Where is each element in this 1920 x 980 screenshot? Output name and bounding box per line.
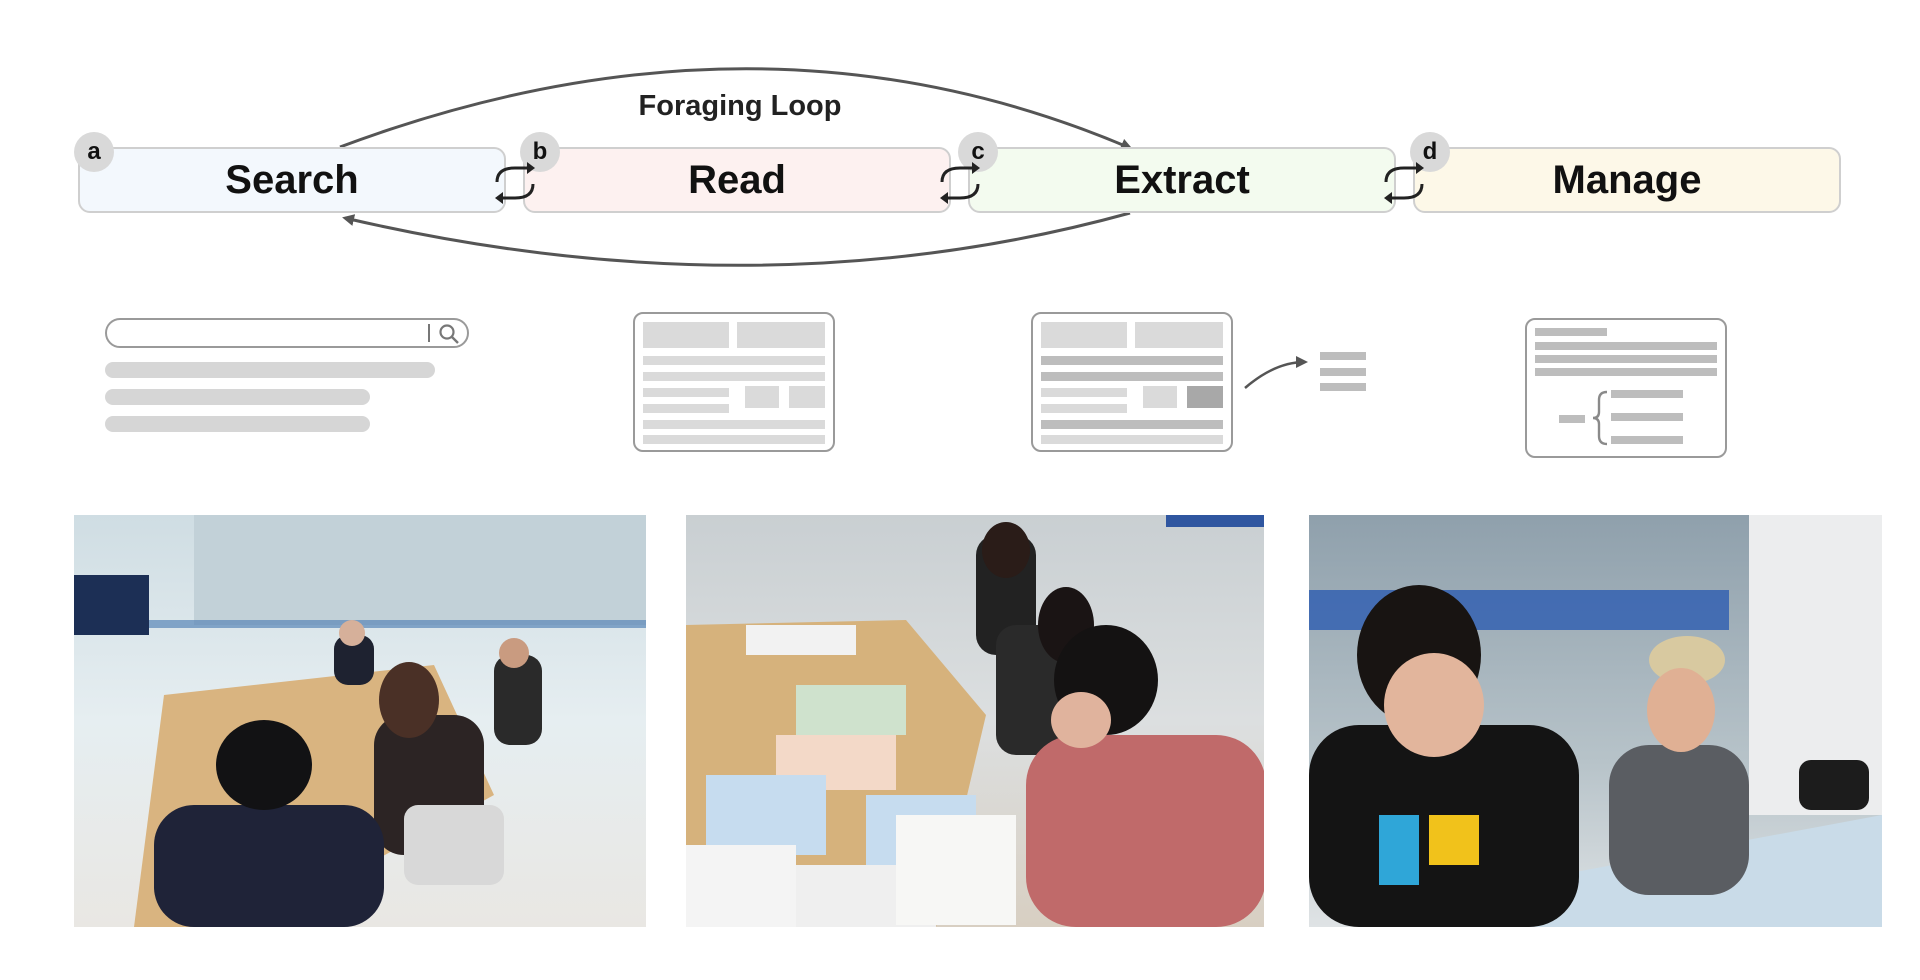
foraging-loop-label: Foraging Loop [638, 90, 842, 122]
stage-read: Read [523, 147, 951, 213]
workshop-photo-3 [1309, 515, 1882, 927]
loop-arrow-bottom [342, 211, 1131, 267]
brace-icon [1592, 390, 1608, 446]
extract-arrow [1244, 356, 1308, 389]
read-document-illustration [633, 312, 835, 452]
text-cursor [428, 324, 430, 342]
result-line-1 [105, 362, 435, 378]
stage-badge-b: b [520, 132, 560, 172]
search-icon [439, 324, 459, 344]
workshop-photo-2 [686, 515, 1264, 927]
manage-document-illustration [1525, 318, 1727, 458]
swap-icon-cd [1384, 162, 1424, 204]
stage-badge-a: a [74, 132, 114, 172]
stage-manage-label: Manage [1552, 157, 1702, 202]
swap-icon-ab [495, 162, 535, 204]
stage-read-label: Read [688, 157, 786, 202]
result-line-2 [105, 389, 370, 405]
extract-document-illustration [1031, 312, 1233, 452]
extracted-notes-icon [1320, 352, 1366, 392]
workshop-photo-1 [74, 515, 646, 927]
search-bar-outline [105, 318, 469, 348]
stage-extract: Extract [968, 147, 1396, 213]
stage-search: Search [78, 147, 506, 213]
stage-extract-label: Extract [1114, 157, 1250, 202]
result-line-3 [105, 416, 370, 432]
stage-search-label: Search [225, 157, 359, 202]
stage-manage: Manage [1413, 147, 1841, 213]
stage-badge-c: c [958, 132, 998, 172]
search-illustration [105, 315, 475, 435]
swap-icon-bc [940, 162, 980, 204]
